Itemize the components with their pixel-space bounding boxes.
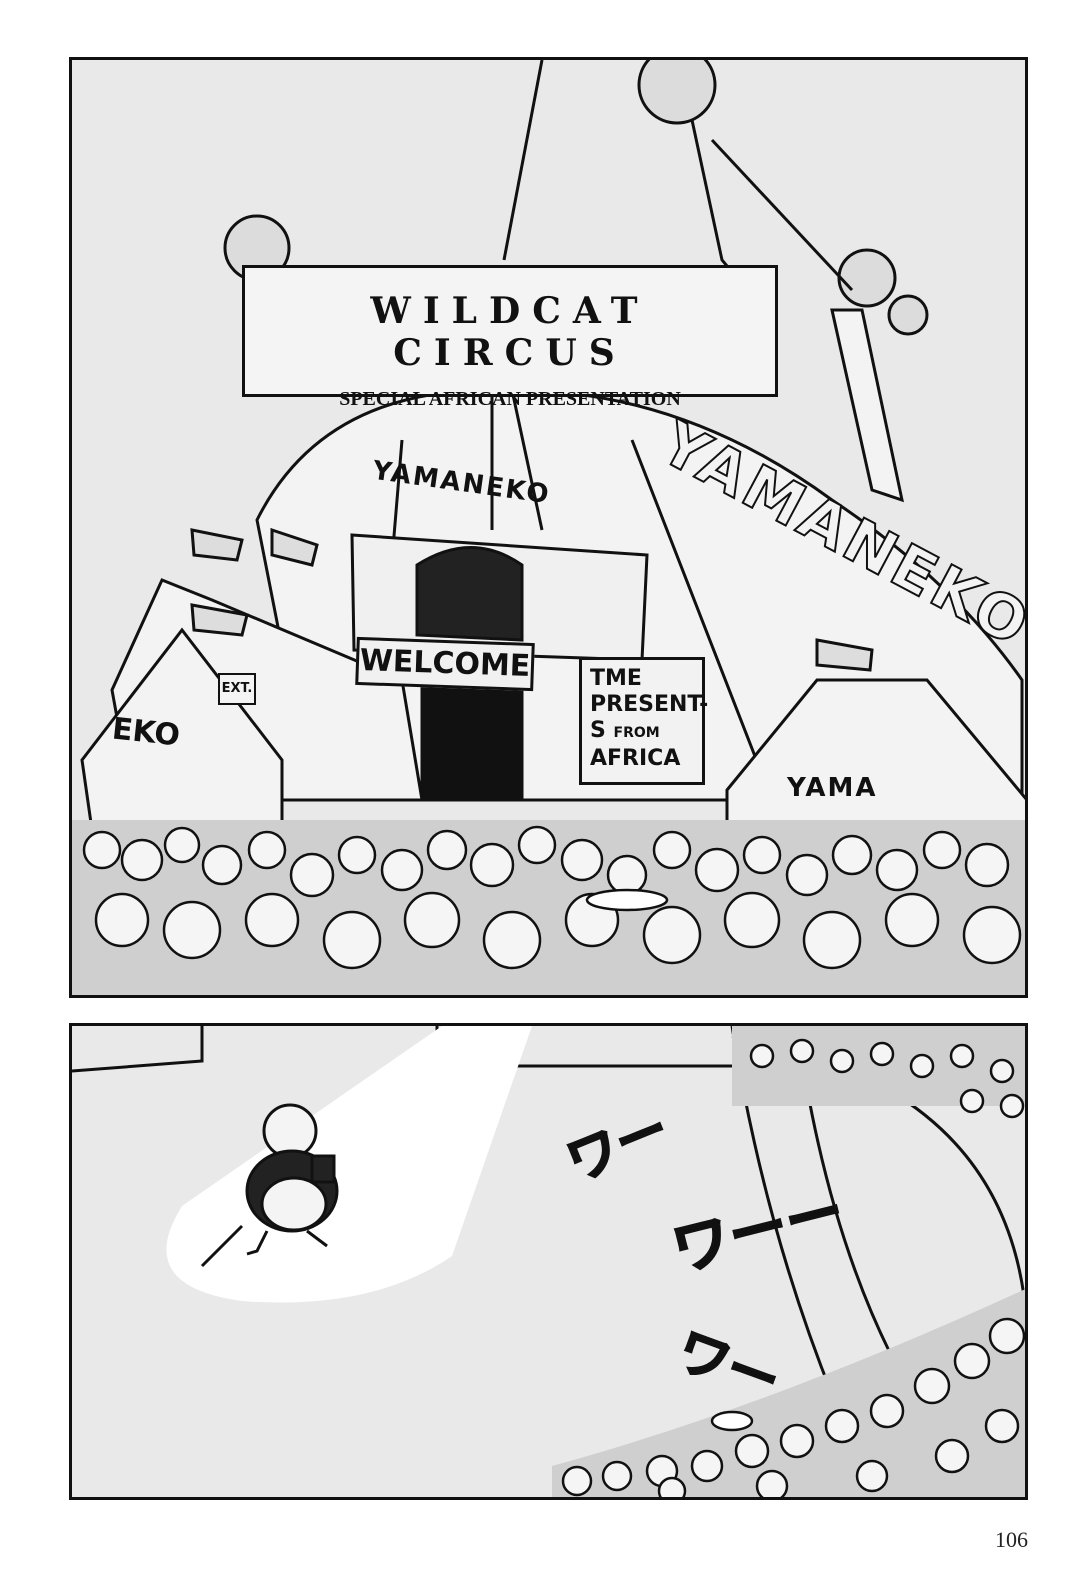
left-small-tent <box>80 627 284 832</box>
circus-banner: WILDCAT CIRCUS SPECIAL AFRICAN PRESENTAT… <box>242 265 778 410</box>
ring-crowd <box>552 1026 1025 1497</box>
bottom-panel: ワー ワーー ワー <box>69 1023 1028 1500</box>
presents-line-1: TME <box>590 666 642 691</box>
balloon <box>837 248 897 308</box>
balloon <box>637 60 717 125</box>
presents-line-3a: S <box>590 718 606 743</box>
spotlight <box>166 1026 532 1303</box>
tent-lettering-left: EKO <box>110 711 182 754</box>
crowd <box>72 820 1025 995</box>
banner-subtitle: SPECIAL AFRICAN PRESENTATION <box>339 388 681 410</box>
presents-line-3: S FROM <box>590 718 694 746</box>
tent-entrance <box>420 678 524 802</box>
balloon <box>887 294 929 336</box>
banner-title: WILDCAT CIRCUS <box>370 290 650 374</box>
ringmaster <box>200 1103 339 1268</box>
welcome-sign: WELCOME <box>355 636 535 692</box>
presents-line-3b: FROM <box>613 725 660 741</box>
presents-line-2: PRESENT- <box>590 692 709 717</box>
page-number: 106 <box>995 1527 1028 1552</box>
ext-sign: EXT. <box>218 673 256 705</box>
tent-lettering-right: YAMA <box>787 773 878 803</box>
presents-line-4: AFRICA <box>590 746 681 771</box>
presents-sign: TME PRESENT- S FROM AFRICA <box>579 657 709 785</box>
circus-tent-illustration <box>72 60 1025 995</box>
top-panel: WILDCAT CIRCUS SPECIAL AFRICAN PRESENTAT… <box>69 57 1028 998</box>
circus-ring-illustration <box>72 1026 1025 1497</box>
